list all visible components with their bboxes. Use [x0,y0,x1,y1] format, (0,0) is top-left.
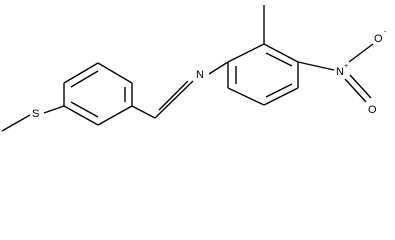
nitro-oxygen-top-charge: - [384,29,387,36]
nitro-nitrogen-charge: + [344,63,348,70]
sulfur-atom-label: S [32,108,39,120]
molecule-structure: S N N + O - O [1,5,387,132]
nitro-nitrogen-label: N [336,66,344,78]
n-o-bottom-double-bond [344,74,372,103]
n-ring-bond [208,61,229,75]
methyl-s-bond [1,114,31,132]
ring-ch-bond [131,105,156,119]
left-benzene-ring [63,62,133,126]
nitro-oxygen-bottom-label: O [368,104,377,116]
nitro-oxygen-top-label: O [374,33,383,45]
s-ring-bond [43,105,65,114]
imine-nitrogen-label: N [196,69,204,81]
chemical-structure-canvas: S N N + O - O [1,5,387,132]
ch-n-double-bond [154,80,194,119]
right-benzene-ring [227,43,299,106]
ring-nitro-bond [297,61,335,71]
n-o-top-bond [348,43,374,63]
